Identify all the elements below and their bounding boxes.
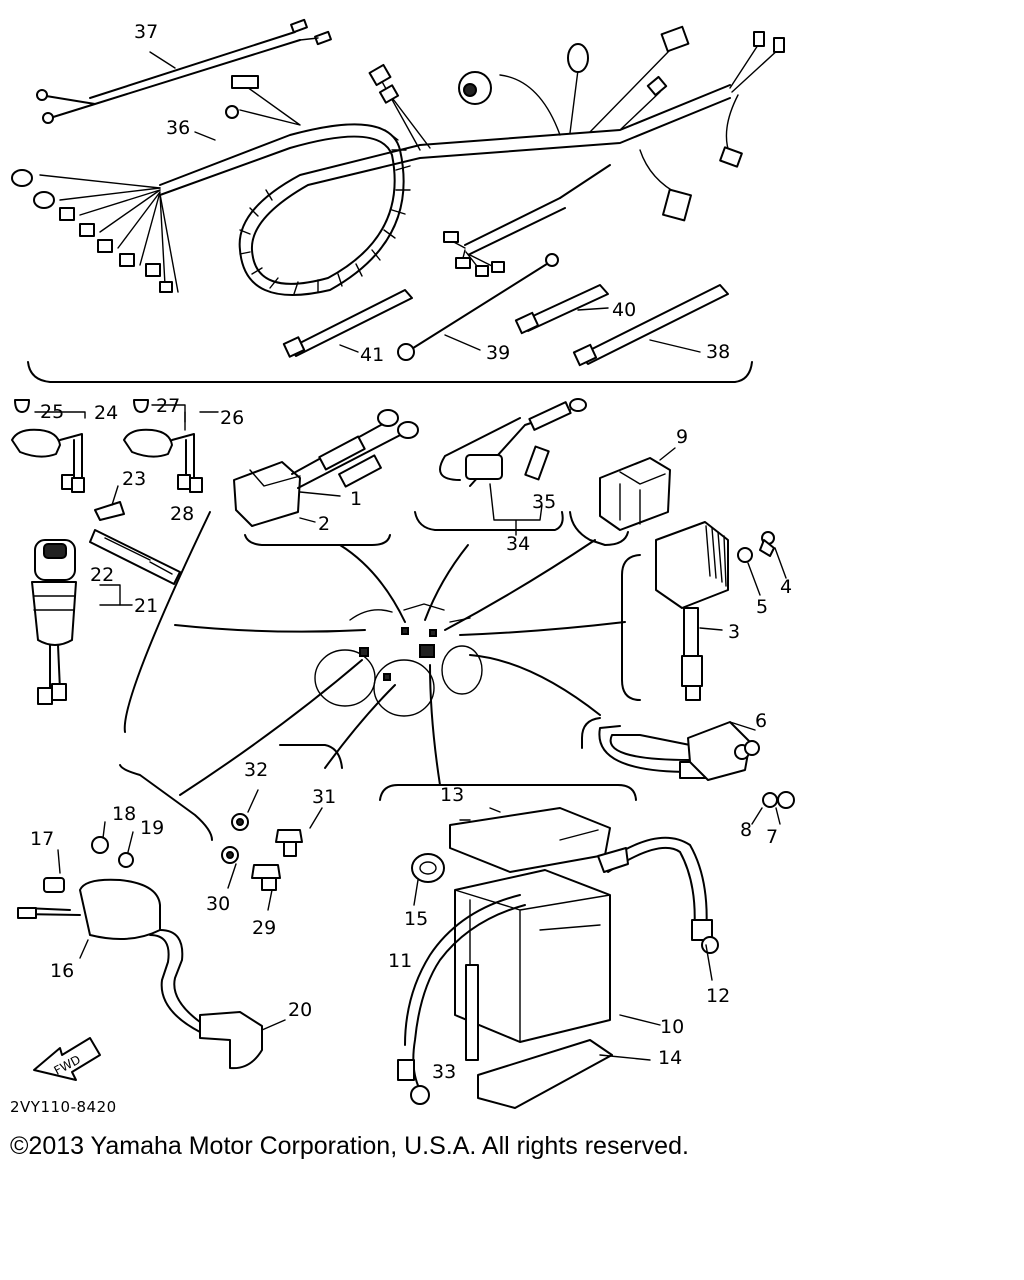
- label-11: 11: [388, 950, 412, 972]
- label-17: 17: [30, 828, 54, 850]
- label-16: 16: [50, 960, 74, 982]
- label-24: 24: [94, 402, 118, 424]
- cover-9: [569, 447, 676, 546]
- label-25: 25: [40, 401, 64, 423]
- label-15: 15: [404, 908, 428, 930]
- label-21: 21: [134, 595, 158, 617]
- fwd-arrow: FWD: [33, 1037, 101, 1081]
- label-20: 20: [288, 999, 312, 1021]
- label-18: 18: [112, 803, 136, 825]
- label-26: 26: [220, 407, 244, 429]
- vehicle-silhouette: [314, 603, 483, 717]
- label-31: 31: [312, 786, 336, 808]
- label-35: 35: [532, 491, 556, 513]
- label-32: 32: [244, 759, 268, 781]
- label-6: 6: [755, 710, 767, 732]
- label-37: 37: [134, 21, 158, 43]
- wiring-diagram: FWD 1 2 3 4 5 6 7 8 9 10 11 12 13 14 15 …: [11, 18, 795, 1109]
- label-2: 2: [318, 513, 330, 535]
- rectifier-cluster: [621, 521, 787, 701]
- sub-lead-37: [39, 39, 301, 119]
- label-8: 8: [740, 819, 752, 841]
- label-41: 41: [360, 344, 384, 366]
- label-36: 36: [166, 117, 190, 139]
- starter-relay-cluster: [414, 398, 587, 536]
- label-12: 12: [706, 985, 730, 1007]
- label-40: 40: [612, 299, 636, 321]
- label-13: 13: [440, 784, 464, 806]
- relay-cluster: [233, 409, 419, 546]
- label-30: 30: [206, 893, 230, 915]
- label-9: 9: [676, 426, 688, 448]
- label-23: 23: [122, 468, 146, 490]
- part-labels: 1 2 3 4 5 6 7 8 9 10 11 12 13 14 15 16 1…: [30, 21, 792, 1083]
- starter-switch-cluster: [581, 717, 795, 825]
- radiating-leaders: [174, 539, 626, 796]
- label-27: 27: [156, 395, 180, 417]
- label-5: 5: [756, 596, 768, 618]
- label-33: 33: [432, 1061, 456, 1083]
- battery-cluster: [379, 784, 719, 1109]
- label-4: 4: [780, 576, 792, 598]
- label-22: 22: [90, 564, 114, 586]
- label-3: 3: [728, 621, 740, 643]
- left-cluster: [11, 399, 219, 733]
- copyright-notice: ©2013 Yamaha Motor Corporation, U.S.A. A…: [10, 1132, 689, 1160]
- diagram-code: 2VY110-8420: [10, 1098, 117, 1116]
- label-34: 34: [506, 533, 530, 555]
- label-1: 1: [350, 488, 362, 510]
- label-7: 7: [766, 826, 778, 848]
- ignition-coil-cluster: [17, 764, 286, 1070]
- label-39: 39: [486, 342, 510, 364]
- neutral-switch-cluster: [221, 744, 343, 911]
- label-19: 19: [140, 817, 164, 839]
- wire-harness-group: [11, 18, 785, 383]
- label-14: 14: [658, 1047, 682, 1069]
- label-38: 38: [706, 341, 730, 363]
- label-10: 10: [660, 1016, 684, 1038]
- label-29: 29: [252, 917, 276, 939]
- label-28: 28: [170, 503, 194, 525]
